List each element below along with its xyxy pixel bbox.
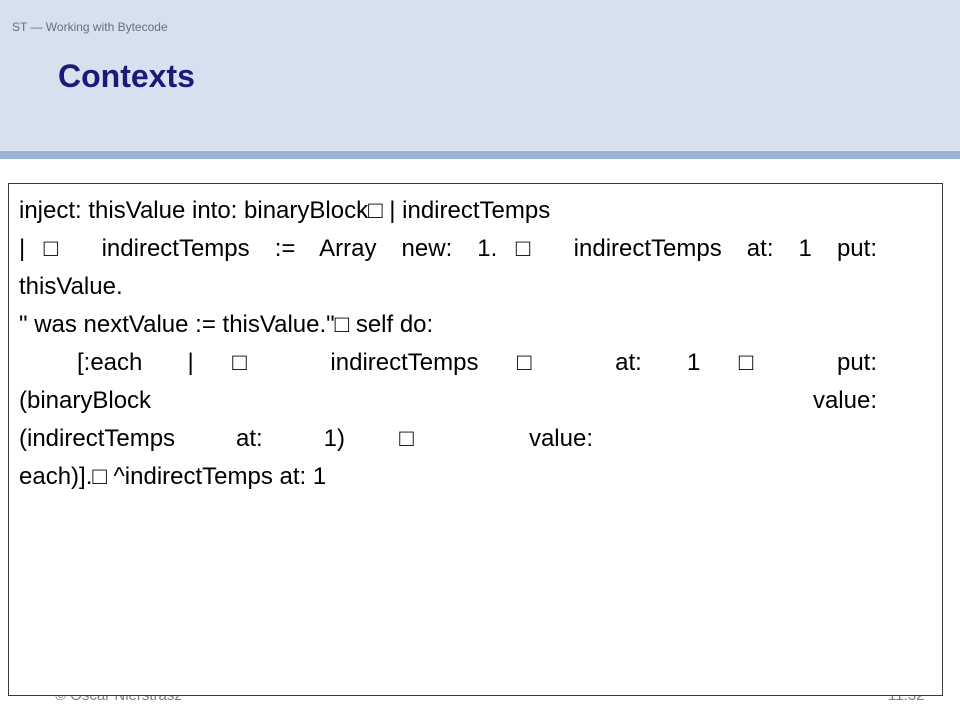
code-line: " was nextValue := thisValue."□ self do: [19,311,434,338]
code-line: |□ indirectTemps := Array new: 1.□ indir… [19,235,877,262]
code-line: inject: thisValue into: binaryBlock□ | i… [19,197,551,224]
slide-header [0,0,960,151]
course-label: ST — Working with Bytecode [12,20,168,34]
code-line: (binaryBlock value: [19,387,877,414]
code-line: thisValue. [19,273,123,300]
slide-title: Contexts [58,58,195,94]
code-line: (indirectTemps at: 1)□ value: [19,425,593,452]
code-box: inject: thisValue into: binaryBlock□ | i… [8,183,943,696]
header-divider [0,151,960,159]
code-line: [:each |□ indirectTemps□ at: 1□ put: [77,349,877,376]
code-line: each)].□ ^indirectTemps at: 1 [19,463,327,490]
